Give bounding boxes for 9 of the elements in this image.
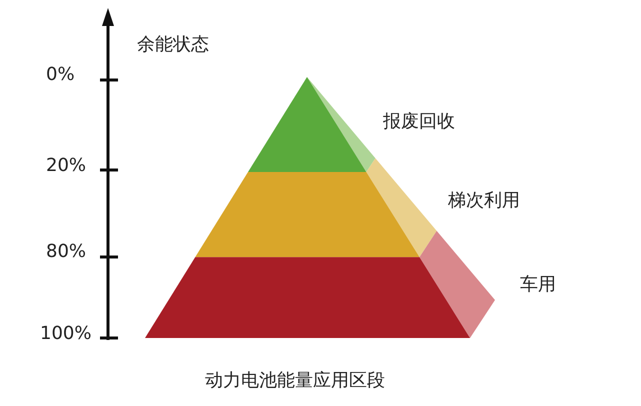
tick-label: 100% — [40, 325, 92, 343]
tick-label: 20% — [46, 157, 86, 175]
layer-label: 车用 — [520, 276, 556, 294]
tick-label: 0% — [46, 66, 75, 84]
tick-label: 80% — [46, 243, 86, 261]
layer-label: 报废回收 — [383, 113, 455, 131]
axis-title: 余能状态 — [137, 36, 209, 54]
layer-label: 梯次利用 — [448, 192, 520, 210]
caption: 动力电池能量应用区段 — [205, 372, 385, 390]
